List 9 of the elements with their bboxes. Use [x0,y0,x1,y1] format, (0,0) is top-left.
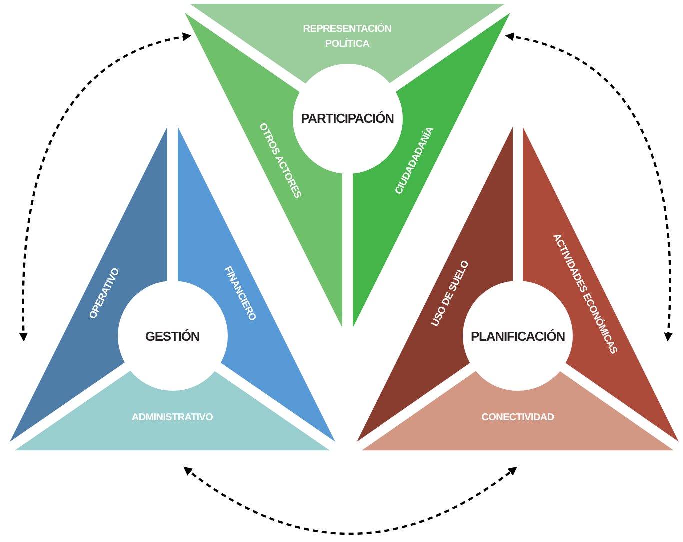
hub-title: GESTIÓN [145,328,200,344]
double-arrow [20,33,192,342]
segment-label: REPRESENTACIÓN POLÍTICA [302,22,393,52]
hub-title: PARTICIPACIÓN [301,111,394,126]
segment-label: CONECTIVIDAD [482,412,554,426]
segment-label: ADMINISTRATIVO [132,412,214,426]
double-arrow [505,33,673,342]
double-arrow [184,466,518,535]
hub-title: PLANIFICACIÓN [470,328,566,344]
